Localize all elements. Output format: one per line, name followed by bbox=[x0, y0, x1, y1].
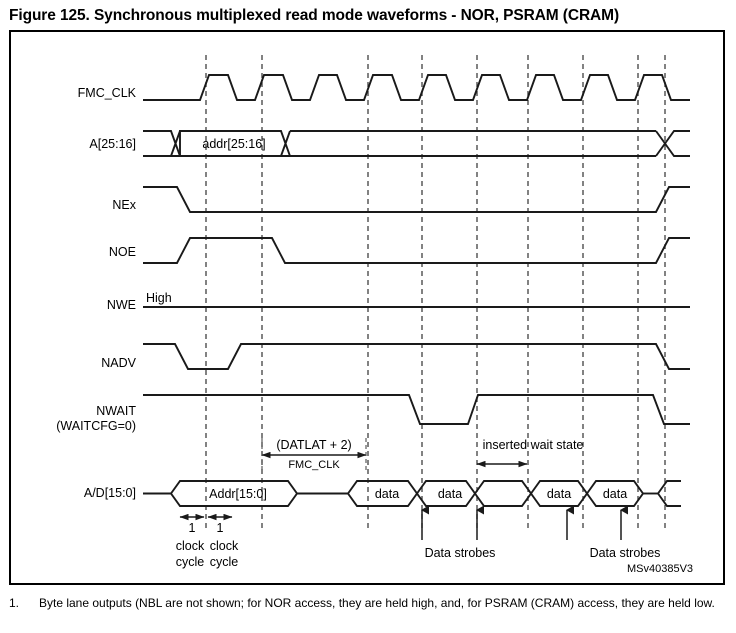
signal-label-nadv: NADV bbox=[101, 356, 136, 370]
signal-label-a-25-16: A[25:16] bbox=[89, 137, 136, 151]
bus-value-addr-low: Addr[15:0] bbox=[209, 487, 267, 501]
annotation-inserted-wait-state: inserted wait state bbox=[482, 438, 584, 452]
figure-caption: Figure 125. Synchronous multiplexed read… bbox=[9, 7, 620, 24]
signal-label-nwait: NWAIT bbox=[96, 404, 136, 418]
signal-label-ad-15-0: A/D[15:0] bbox=[83, 486, 136, 500]
clock-cycle-word-cycle-1: cycle bbox=[175, 555, 205, 569]
clock-cycle-word-cycle-2: cycle bbox=[209, 555, 239, 569]
annotation-datlat-unit: FMC_CLK bbox=[288, 459, 340, 471]
annotation-nwe-high: High bbox=[146, 291, 172, 305]
bus-value-data-2: data bbox=[437, 487, 463, 501]
clock-cycle-word-clock-1: clock bbox=[175, 539, 205, 553]
annotation-data-strobes-right: Data strobes bbox=[589, 546, 661, 560]
signal-label-noe: NOE bbox=[108, 245, 136, 259]
footnote: 1. Byte lane outputs (NBL are not shown;… bbox=[9, 596, 729, 611]
bus-value-data-4: data bbox=[602, 487, 628, 501]
clock-cycle-word-clock-2: clock bbox=[209, 539, 239, 553]
signal-label-nwait-config: (WAITCFG=0) bbox=[56, 419, 136, 433]
bus-value-data-1: data bbox=[374, 487, 400, 501]
annotation-datlat: (DATLAT + 2) bbox=[276, 438, 352, 452]
footnote-number: 1. bbox=[9, 596, 20, 610]
bus-value-addr-high: addr[25:16] bbox=[202, 137, 266, 151]
signal-label-fmc-clk: FMC_CLK bbox=[77, 86, 136, 100]
signal-label-nex: NEx bbox=[112, 198, 136, 212]
signal-label-nwe: NWE bbox=[106, 298, 136, 312]
clock-cycle-count-1: 1 bbox=[188, 521, 196, 535]
annotation-data-strobes-left: Data strobes bbox=[424, 546, 496, 560]
figure-id-watermark: MSv40385V3 bbox=[627, 563, 694, 575]
footnote-text: Byte lane outputs (NBL are not shown; fo… bbox=[39, 596, 715, 610]
clock-cycle-count-2: 1 bbox=[216, 521, 224, 535]
bus-value-data-3: data bbox=[546, 487, 572, 501]
